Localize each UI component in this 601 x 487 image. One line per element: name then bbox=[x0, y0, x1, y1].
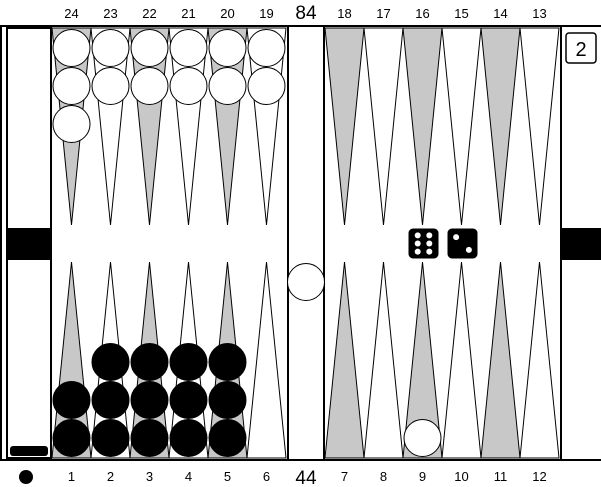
die-face bbox=[448, 229, 477, 258]
die-pip bbox=[426, 232, 432, 238]
point-label-3: 3 bbox=[146, 469, 153, 484]
point-label-5: 5 bbox=[224, 469, 231, 484]
checker-white[interactable] bbox=[248, 30, 285, 67]
checker-white[interactable] bbox=[404, 420, 441, 457]
checker-black[interactable] bbox=[209, 420, 246, 457]
checker-white[interactable] bbox=[170, 68, 207, 105]
checker-white[interactable] bbox=[53, 30, 90, 67]
checker-black[interactable] bbox=[92, 420, 129, 457]
point-label-9: 9 bbox=[419, 469, 426, 484]
die-pip bbox=[426, 241, 432, 247]
checker-white[interactable] bbox=[53, 106, 90, 143]
point-label-15: 15 bbox=[454, 6, 468, 21]
bar-checker-white[interactable] bbox=[288, 264, 325, 301]
pip-count-bottom: 44 bbox=[295, 468, 317, 487]
die-pip bbox=[466, 247, 472, 253]
checker-white[interactable] bbox=[131, 68, 168, 105]
point-label-24: 24 bbox=[64, 6, 78, 21]
pip-count-top: 84 bbox=[295, 3, 317, 24]
checker-white[interactable] bbox=[53, 68, 90, 105]
checker-black[interactable] bbox=[170, 420, 207, 457]
point-label-21: 21 bbox=[181, 6, 195, 21]
die-pip bbox=[415, 249, 421, 255]
checker-white[interactable] bbox=[209, 30, 246, 67]
point-label-17: 17 bbox=[376, 6, 390, 21]
checker-black[interactable] bbox=[92, 382, 129, 419]
checker-black[interactable] bbox=[92, 344, 129, 381]
checker-black[interactable] bbox=[131, 420, 168, 457]
point-label-10: 10 bbox=[454, 469, 468, 484]
point-label-23: 23 bbox=[103, 6, 117, 21]
turn-indicator-black bbox=[19, 470, 33, 484]
point-label-13: 13 bbox=[532, 6, 546, 21]
point-label-22: 22 bbox=[142, 6, 156, 21]
die-1[interactable] bbox=[409, 229, 438, 258]
die-face bbox=[409, 229, 438, 258]
die-pip bbox=[415, 241, 421, 247]
point-label-8: 8 bbox=[380, 469, 387, 484]
checker-black[interactable] bbox=[209, 382, 246, 419]
point-label-18: 18 bbox=[337, 6, 351, 21]
point-label-2: 2 bbox=[107, 469, 114, 484]
checker-black[interactable] bbox=[53, 382, 90, 419]
checker-black[interactable] bbox=[170, 344, 207, 381]
checker-black[interactable] bbox=[131, 382, 168, 419]
checker-white[interactable] bbox=[209, 68, 246, 105]
doubling-cube[interactable]: 2 bbox=[566, 33, 596, 63]
point-label-19: 19 bbox=[259, 6, 273, 21]
left-tray-divider bbox=[7, 228, 51, 260]
point-label-6: 6 bbox=[263, 469, 270, 484]
checker-white[interactable] bbox=[92, 30, 129, 67]
die-2[interactable] bbox=[448, 229, 477, 258]
die-pip bbox=[415, 232, 421, 238]
checker-white[interactable] bbox=[92, 68, 129, 105]
point-label-11: 11 bbox=[494, 469, 508, 484]
checker-white[interactable] bbox=[170, 30, 207, 67]
die-pip bbox=[453, 234, 459, 240]
point-label-16: 16 bbox=[415, 6, 429, 21]
checker-black[interactable] bbox=[209, 344, 246, 381]
point-label-14: 14 bbox=[493, 6, 507, 21]
point-label-7: 7 bbox=[341, 469, 348, 484]
point-label-12: 12 bbox=[532, 469, 546, 484]
checker-black[interactable] bbox=[53, 420, 90, 457]
borne-off-checker-black bbox=[10, 446, 48, 456]
checker-black[interactable] bbox=[170, 382, 207, 419]
cube-value: 2 bbox=[575, 39, 586, 61]
right-tray-divider bbox=[561, 228, 601, 260]
point-label-20: 20 bbox=[220, 6, 234, 21]
point-label-4: 4 bbox=[185, 469, 192, 484]
checker-white[interactable] bbox=[248, 68, 285, 105]
point-label-1: 1 bbox=[68, 469, 75, 484]
checker-white[interactable] bbox=[131, 30, 168, 67]
checker-black[interactable] bbox=[131, 344, 168, 381]
die-pip bbox=[426, 249, 432, 255]
